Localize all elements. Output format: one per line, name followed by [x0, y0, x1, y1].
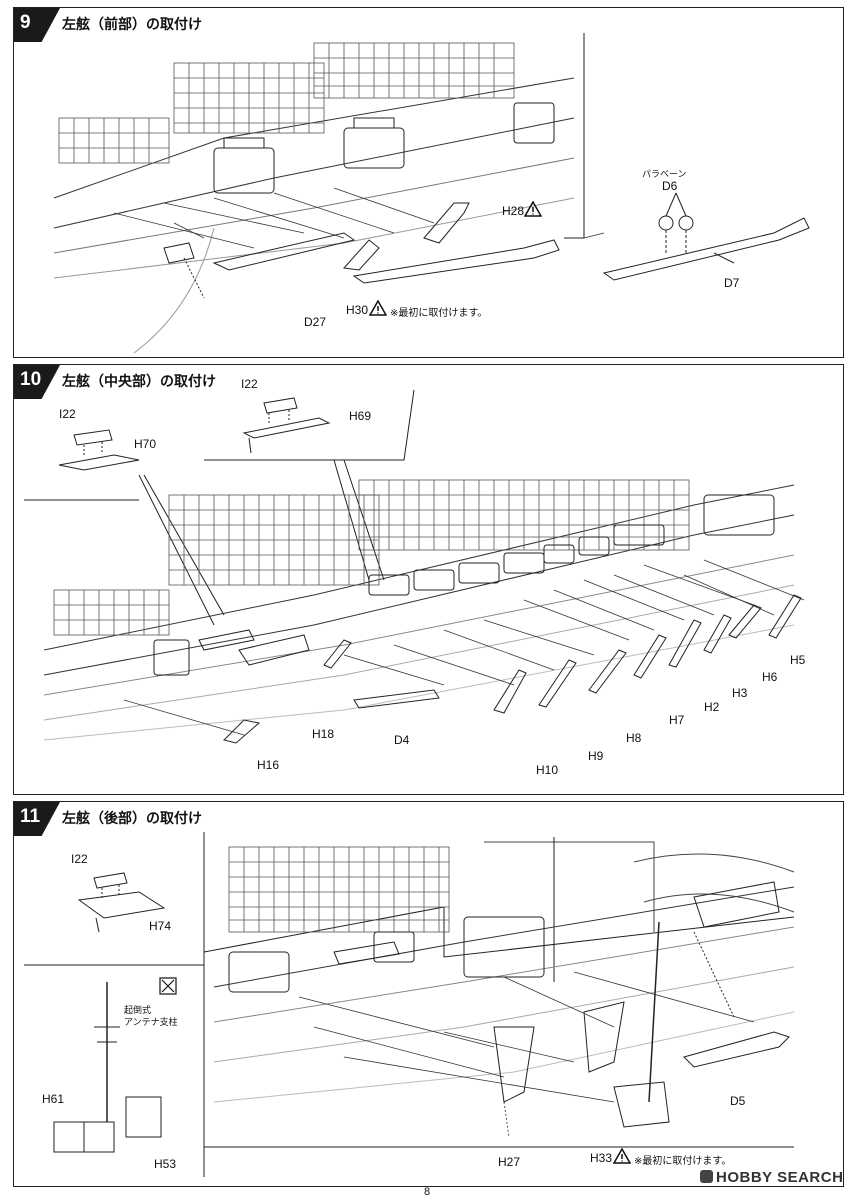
label-d27: D27: [304, 315, 327, 329]
label-h28: H28: [502, 204, 525, 218]
watermark-text: HOBBY SEARCH: [716, 1169, 844, 1186]
label-i22: I22: [59, 407, 76, 421]
label-h7: H7: [669, 713, 685, 727]
step-9-hull-drawing: [53, 33, 810, 354]
label-h10: H10: [536, 763, 559, 777]
label-h61: H61: [42, 1092, 65, 1106]
label-antenna-mast: アンテナ支柱: [124, 1018, 178, 1028]
label-h9: H9: [588, 749, 604, 763]
label-antenna-type: 起倒式: [124, 1006, 152, 1016]
step-10-hull-drawing: [24, 389, 805, 744]
label-i22: I22: [71, 852, 88, 866]
label-h18: H18: [312, 727, 335, 741]
step-number: 11: [20, 806, 41, 827]
label-h30: H30: [346, 303, 369, 317]
step-9-panel: 9 左舷（前部）の取付け: [13, 7, 844, 358]
do-not-glue-icon: [159, 977, 177, 995]
label-h6: H6: [762, 670, 778, 684]
page-number: 8: [424, 1186, 431, 1198]
install-first-note: ※最初に取付けます。: [390, 308, 488, 319]
label-d4: D4: [394, 733, 410, 747]
step-title: 左舷（前部）の取付け: [62, 17, 202, 33]
install-first-note: ※最初に取付けます。: [634, 1156, 732, 1167]
part-h69-sketch: [242, 397, 331, 453]
step-title: 左舷（後部）の取付け: [62, 811, 202, 827]
label-h27: H27: [498, 1155, 521, 1169]
label-paravane: パラベーン: [642, 170, 687, 180]
step-11-panel: 11 左舷（後部）の取付け: [13, 801, 844, 1187]
label-h70: H70: [134, 437, 157, 451]
label-h16: H16: [257, 758, 280, 772]
label-h33: H33: [590, 1151, 613, 1165]
step-number: 10: [20, 369, 42, 390]
label-h3: H3: [732, 686, 748, 700]
label-i22: I22: [241, 377, 258, 391]
step-number: 9: [20, 12, 31, 33]
label-h53: H53: [154, 1157, 177, 1171]
watermark: HOBBY SEARCH: [700, 1169, 843, 1186]
warning-icon: [524, 201, 542, 217]
step-10-panel: 10 左舷（中央部）の取付け: [13, 364, 844, 795]
part-h74-sketch: [77, 872, 166, 933]
label-h5: H5: [790, 653, 806, 667]
warning-icon: [369, 300, 387, 316]
label-h69: H69: [349, 409, 372, 423]
part-h70-sketch: [58, 429, 140, 471]
label-h74: H74: [149, 919, 172, 933]
label-d5: D5: [730, 1094, 746, 1108]
label-h2: H2: [704, 700, 720, 714]
label-d6: D6: [662, 179, 678, 193]
hobby-search-logo-icon: [700, 1170, 713, 1183]
label-d7: D7: [724, 276, 740, 290]
step-11-hull-drawing: [24, 832, 795, 1177]
step-title: 左舷（中央部）の取付け: [62, 374, 216, 390]
warning-icon: [613, 1148, 631, 1164]
label-h8: H8: [626, 731, 642, 745]
step-number-badge: 10: [14, 365, 60, 399]
